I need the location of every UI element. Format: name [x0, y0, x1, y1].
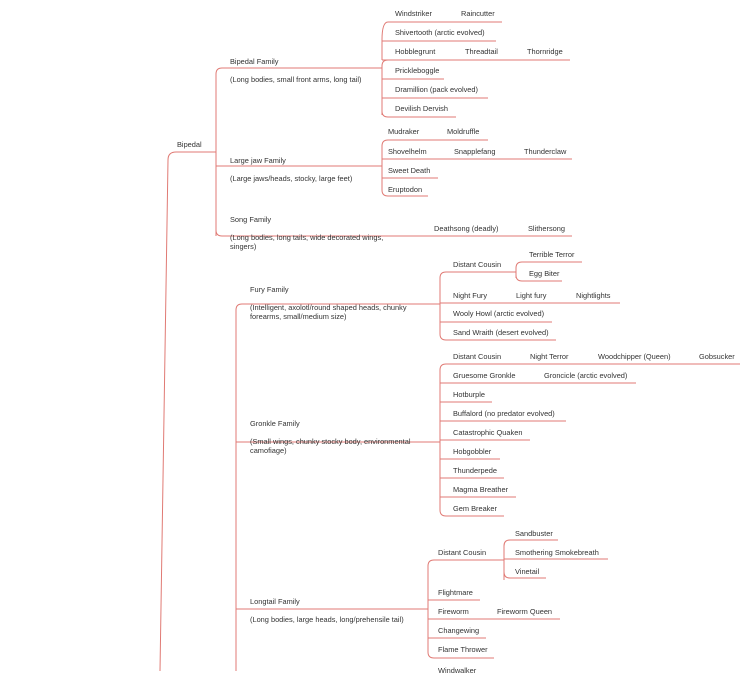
family-description: (Small wings, chunky stocky body, enviro…: [250, 437, 411, 455]
distant-cousin-node[interactable]: Distant Cousin: [453, 352, 502, 361]
root-node-bipedal[interactable]: Bipedal: [177, 140, 202, 149]
species-node[interactable]: Thunderclaw: [524, 147, 567, 156]
family-title: Fury Family: [250, 285, 289, 294]
family-title: Bipedal Family: [230, 57, 279, 66]
species-node[interactable]: Sweet Death: [388, 166, 431, 175]
species-node[interactable]: Thornridge: [527, 47, 563, 56]
species-node[interactable]: Shivertooth (arctic evolved): [395, 28, 485, 37]
species-node[interactable]: Mudraker: [388, 127, 420, 136]
species-node[interactable]: Smothering Smokebreath: [515, 548, 599, 557]
species-node[interactable]: Gobsucker: [699, 352, 735, 361]
species-node[interactable]: Prickleboggle: [395, 66, 440, 75]
species-node[interactable]: Vinetail: [515, 567, 540, 576]
species-node[interactable]: Buffalord (no predator evolved): [453, 409, 555, 418]
family-title: Gronkle Family: [250, 419, 300, 428]
distant-cousin-node[interactable]: Distant Cousin: [438, 548, 487, 557]
family-title: Large jaw Family: [230, 156, 286, 165]
species-node[interactable]: Groncicle (arctic evolved): [544, 371, 628, 380]
species-node[interactable]: Moldruffle: [447, 127, 480, 136]
species-node[interactable]: Hobblegrunt: [395, 47, 436, 56]
species-node[interactable]: Eruptodon: [388, 185, 423, 194]
species-node[interactable]: Light fury: [516, 291, 547, 300]
family-description: (Long bodies, long tails, wide decorated…: [230, 233, 384, 251]
species-node[interactable]: Egg Biter: [529, 269, 560, 278]
species-node[interactable]: Flightmare: [438, 588, 473, 597]
species-node[interactable]: Woodchipper (Queen): [598, 352, 671, 361]
species-node[interactable]: Thunderpede: [453, 466, 497, 475]
species-node[interactable]: Gem Breaker: [453, 504, 497, 513]
species-node[interactable]: Night Terror: [530, 352, 569, 361]
species-node[interactable]: Hobgobbler: [453, 447, 492, 456]
family-title: Song Family: [230, 215, 272, 224]
species-node[interactable]: Fireworm: [438, 607, 469, 616]
species-node[interactable]: Catastrophic Quaken: [453, 428, 523, 437]
species-node[interactable]: Changewing: [438, 626, 480, 635]
species-node[interactable]: Hotburple: [453, 390, 486, 399]
species-node[interactable]: Deathsong (deadly): [434, 224, 499, 233]
species-node[interactable]: Sandbuster: [515, 529, 553, 538]
species-node[interactable]: Wooly Howl (arctic evolved): [453, 309, 545, 318]
distant-cousin-node[interactable]: Distant Cousin: [453, 260, 502, 269]
species-node[interactable]: Magma Breather: [453, 485, 509, 494]
family-node[interactable]: Large jaw Family (Large jaws/heads, stoc…: [230, 147, 352, 183]
species-node[interactable]: Gruesome Gronkle: [453, 371, 516, 380]
species-node[interactable]: Night Fury: [453, 291, 488, 300]
species-node[interactable]: Slithersong: [528, 224, 565, 233]
species-node[interactable]: Shovelhelm: [388, 147, 427, 156]
species-node[interactable]: Terrible Terror: [529, 250, 575, 259]
species-node[interactable]: Threadtail: [465, 47, 498, 56]
species-node[interactable]: Snapplefang: [454, 147, 496, 156]
family-node[interactable]: Bipedal Family (Long bodies, small front…: [230, 48, 361, 84]
species-node[interactable]: Flame Thrower: [438, 645, 488, 654]
species-node[interactable]: Nightlights: [576, 291, 611, 300]
family-node[interactable]: Song Family (Long bodies, long tails, wi…: [230, 206, 383, 251]
species-node[interactable]: Windstriker: [395, 9, 432, 18]
species-node[interactable]: Sand Wraith (desert evolved): [453, 328, 549, 337]
family-description: (Long bodies, large heads, long/prehensi…: [250, 615, 404, 624]
family-description: (Long bodies, small front arms, long tai…: [230, 75, 362, 84]
species-node[interactable]: Dramillion (pack evolved): [395, 85, 478, 94]
family-description: (Intelligent, axolotl/round shaped heads…: [250, 303, 407, 321]
family-node[interactable]: Gronkle Family (Small wings, chunky stoc…: [250, 410, 410, 455]
family-title: Longtail Family: [250, 597, 300, 606]
species-node[interactable]: Devilish Dervish: [395, 104, 448, 113]
family-description: (Large jaws/heads, stocky, large feet): [230, 174, 353, 183]
family-node[interactable]: Longtail Family (Long bodies, large head…: [250, 588, 404, 624]
species-node[interactable]: Raincutter: [461, 9, 495, 18]
species-node[interactable]: Fireworm Queen: [497, 607, 553, 616]
family-node[interactable]: Fury Family (Intelligent, axolotl/round …: [250, 276, 407, 321]
